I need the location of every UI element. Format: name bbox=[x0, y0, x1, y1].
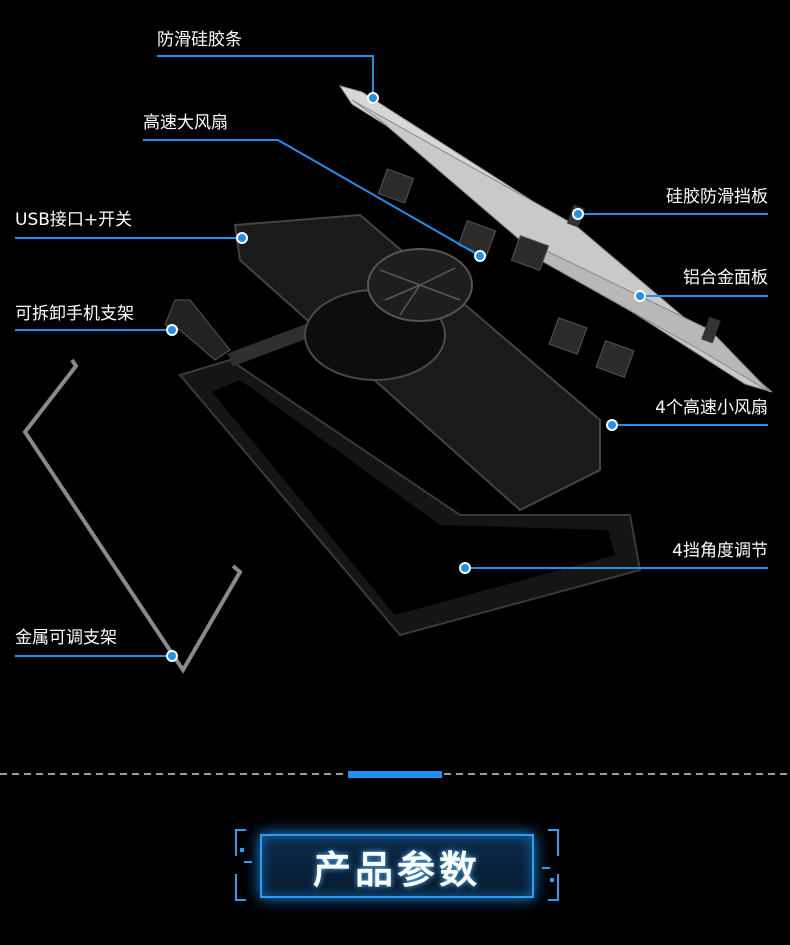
callout-dot-icon bbox=[459, 562, 471, 574]
base-frame bbox=[178, 323, 642, 637]
callout-dot-icon bbox=[166, 324, 178, 336]
section-title-badge: 产品参数 bbox=[232, 826, 562, 904]
fan-tray bbox=[233, 213, 601, 512]
callout-dot-icon bbox=[367, 92, 379, 104]
label-angle-adjust: 4挡角度调节 bbox=[672, 541, 768, 561]
label-detachable-phone-stand: 可拆卸手机支架 bbox=[15, 304, 134, 324]
label-silicone-stopper: 硅胶防滑挡板 bbox=[666, 187, 768, 207]
callout-dot-icon bbox=[236, 232, 248, 244]
label-anti-slip-strip: 防滑硅胶条 bbox=[157, 30, 242, 50]
callout-dot-icon bbox=[572, 208, 584, 220]
label-usb-switch: USB接口+开关 bbox=[15, 210, 133, 230]
silicone-stopper-part-2 bbox=[701, 316, 721, 344]
label-high-speed-big-fan: 高速大风扇 bbox=[143, 113, 228, 133]
section-title: 产品参数 bbox=[312, 847, 481, 892]
callout-dot-icon bbox=[606, 419, 618, 431]
phone-stand-part bbox=[164, 299, 231, 361]
callout-dot-icon bbox=[166, 650, 178, 662]
badge-frame-icon bbox=[235, 829, 559, 901]
callout-dot-icon bbox=[634, 290, 646, 302]
callout-lines bbox=[15, 55, 768, 657]
label-small-fans: 4个高速小风扇 bbox=[655, 398, 768, 418]
label-aluminum-panel: 铝合金面板 bbox=[683, 268, 768, 288]
metal-stand-part bbox=[22, 358, 243, 674]
label-metal-adjustable-stand: 金属可调支架 bbox=[15, 628, 117, 648]
badge-panel: 产品参数 bbox=[260, 834, 534, 898]
callout-dot-icon bbox=[474, 250, 486, 262]
aluminum-panel-lower bbox=[519, 237, 771, 393]
section-divider-accent bbox=[348, 771, 442, 778]
small-fans-group bbox=[377, 168, 635, 378]
